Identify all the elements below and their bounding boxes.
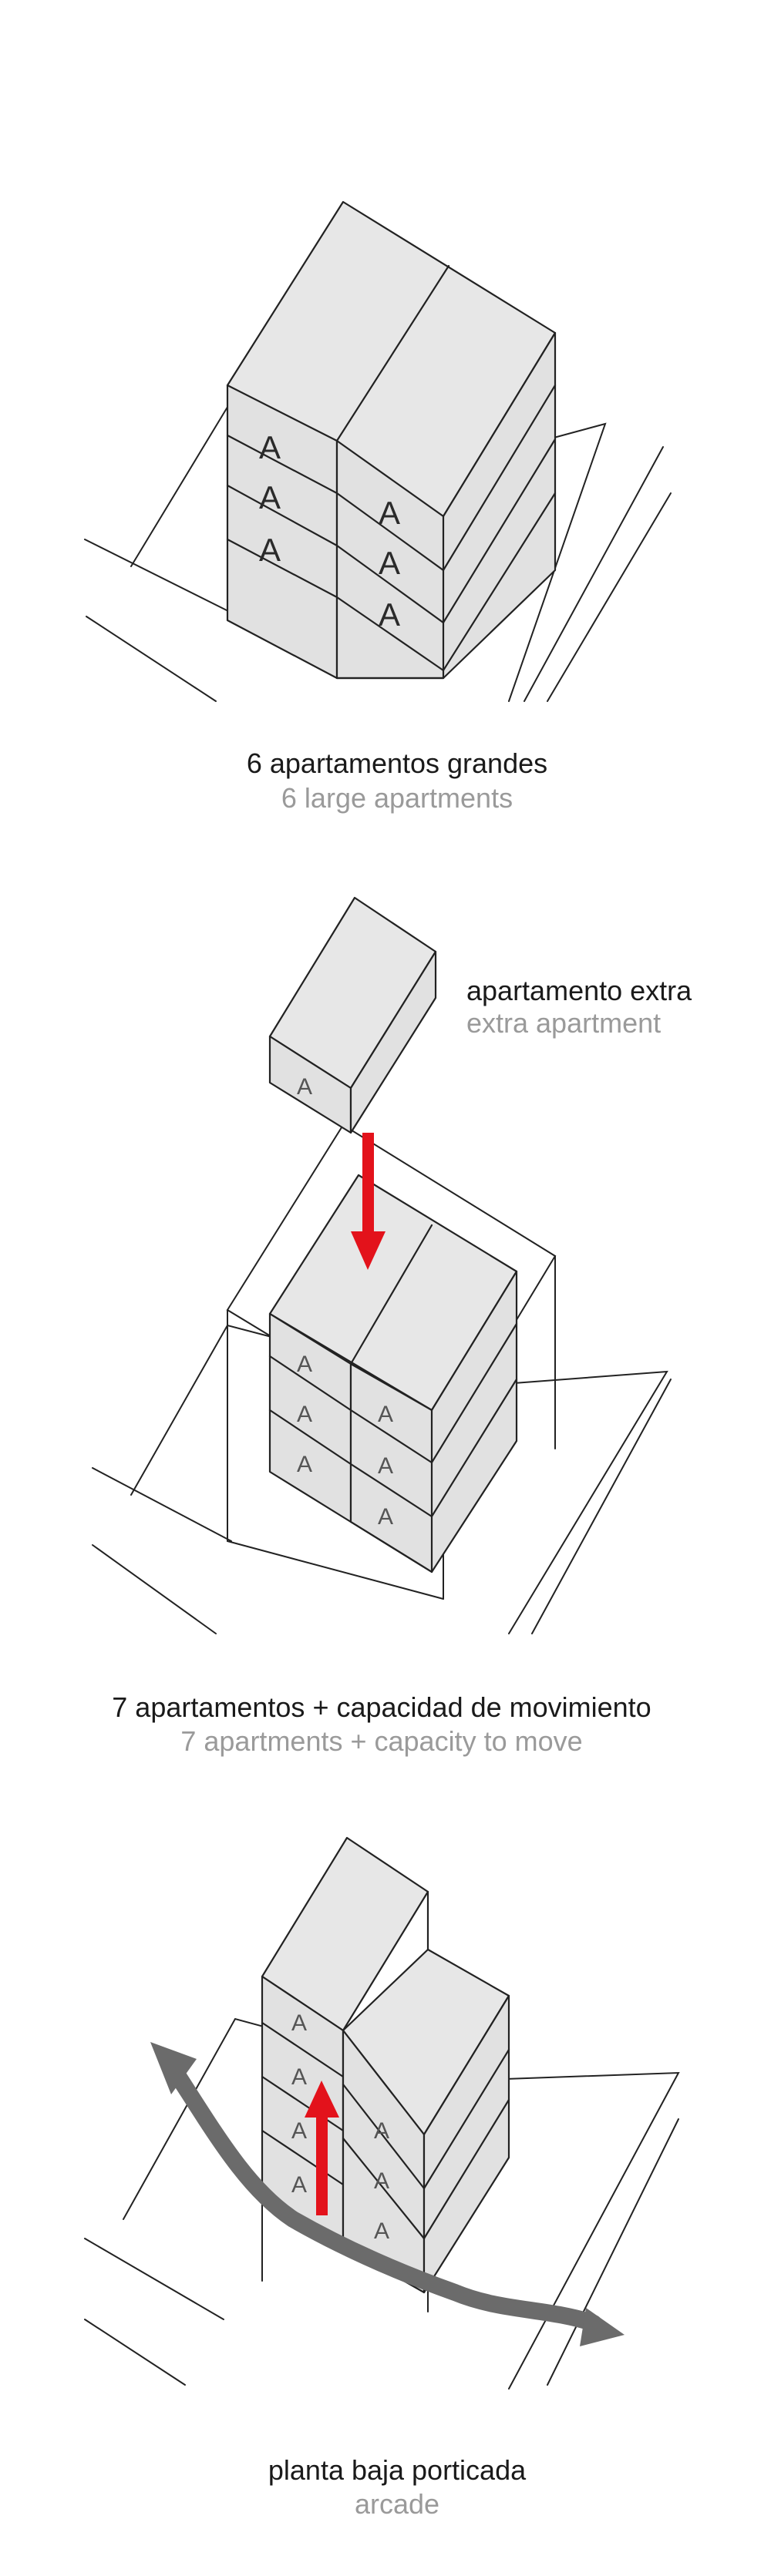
extra-apartment-block: A [268,896,437,1134]
apartment-mark: A [259,532,281,568]
panel-3-arcade: A A A A A A A planta baja porticada arca… [84,1836,680,2520]
pedestrian-flow-arrow [150,2042,625,2346]
panel-1-six-large-apartments: A A A A A A 6 apartamentos grandes 6 lar… [84,200,672,814]
apartment-marks: A A A A A A A [291,2010,389,2244]
apartment-mark: A [374,2168,389,2194]
apartment-mark: A [378,1504,393,1530]
caption-english: arcade [355,2488,439,2520]
caption-spanish: 6 apartamentos grandes [247,747,547,779]
apartment-mark: A [374,2118,389,2144]
apartment-mark: A [378,1453,393,1479]
apartment-mark: A [374,2218,389,2244]
apartment-marks: A A A A A A [297,1352,393,1530]
apartment-mark: A [297,1452,312,1477]
move-up-arrow [305,2081,339,2215]
apartment-mark: A [291,2118,307,2144]
caption-english: 7 apartments + capacity to move [180,1725,582,1757]
apartment-mark: A [297,1402,312,1427]
caption-spanish: 7 apartamentos + capacidad de movimiento [112,1691,651,1723]
right-block [342,1948,510,2294]
apartment-marks: A A A A A A [259,429,400,633]
building-block-compact [268,1174,518,1573]
apartment-mark: A [259,479,281,516]
caption-spanish: planta baja porticada [268,2454,527,2486]
apartment-mark: A [378,1402,393,1427]
caption-english: 6 large apartments [281,782,513,814]
apartment-mark: A [379,596,400,633]
move-down-arrow [351,1133,386,1270]
building-block-large [226,200,557,680]
apartment-mark: A [259,429,281,465]
apartment-mark: A [291,2064,307,2090]
panel-2-extra-apartment: A apartamento extra extra apartment A A … [92,896,692,1757]
extra-apartment-label-spanish: apartamento extra [466,975,692,1006]
apartment-mark: A [379,495,400,531]
extra-apartment-label-english: extra apartment [466,1007,661,1039]
apartment-mark: A [297,1074,312,1100]
apartment-mark: A [297,1352,312,1377]
apartment-mark: A [291,2172,307,2198]
apartment-mark: A [291,2010,307,2036]
apartment-mark: A [379,545,400,581]
